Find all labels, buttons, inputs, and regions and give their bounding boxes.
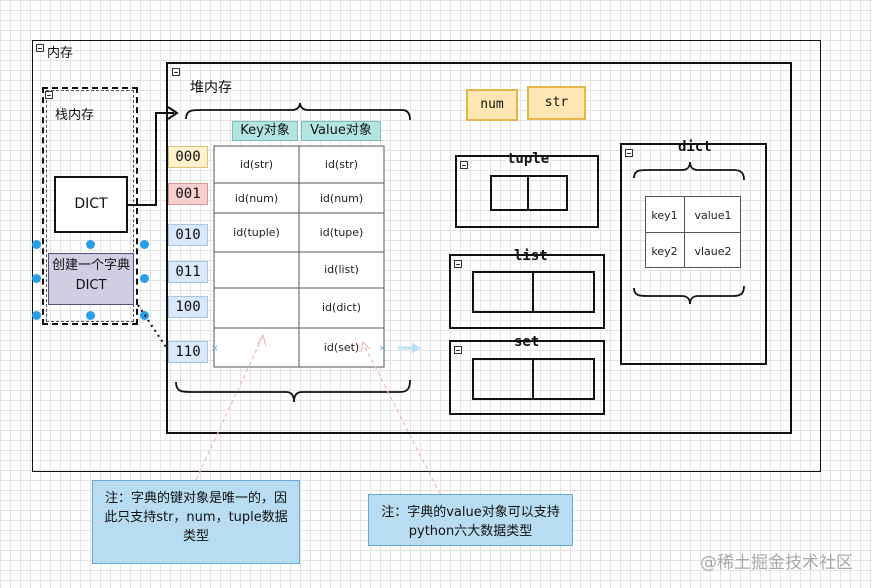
create-dict-box[interactable] [48,253,134,305]
key-cell: id(str) [239,158,274,171]
selection-handle[interactable] [86,240,95,249]
watermark: @稀土掘金技术社区 [700,553,853,573]
set-collapse-icon[interactable] [454,346,462,354]
value-cell: id(set) [323,341,360,354]
dict-title: dict [678,139,712,155]
selection-handle[interactable] [32,311,41,320]
dict-object-box[interactable] [54,176,128,233]
num-tag[interactable]: num [466,89,518,121]
selection-handle[interactable] [140,274,149,283]
tuple-box [490,175,568,211]
dict-value-cell: vlaue2 [694,245,732,258]
value-cell: id(dict) [321,301,362,314]
list-divider [532,272,534,312]
list-frame[interactable] [449,254,605,329]
memory-collapse-icon[interactable] [36,44,44,52]
value-cell: id(tupe) [319,226,364,239]
address-100[interactable]: 100 [168,296,208,318]
address-011[interactable]: 011 [168,261,208,283]
dict-key-cell: key2 [651,245,678,258]
value-cell: id(num) [319,192,364,205]
dict-object-label: DICT [74,196,108,212]
dict-value-cell: value1 [694,209,732,222]
list-collapse-icon[interactable] [454,260,462,268]
stack-inner-frame [46,90,134,322]
selection-handle[interactable] [140,311,149,320]
address-000[interactable]: 000 [168,146,208,168]
dict-collapse-icon[interactable] [625,149,633,157]
create-dict-label: 创建一个字典DICT [51,258,130,293]
value-header: Value对象 [301,121,381,141]
selection-handle[interactable] [140,240,149,249]
tuple-title: tuple [507,151,550,167]
list-title: list [514,248,548,264]
value-cell: id(list) [324,263,359,276]
tuple-collapse-icon[interactable] [460,161,468,169]
address-001[interactable]: 001 [168,183,208,205]
heap-label: 堆内存 [190,80,232,96]
key-cell: id(tuple) [233,226,280,239]
stack-frame[interactable] [42,87,138,325]
dict-frame[interactable] [620,143,767,365]
selection-handle[interactable] [32,240,41,249]
value-cell: id(str) [324,158,359,171]
stack-collapse-icon[interactable] [45,91,53,99]
address-010[interactable]: 010 [168,224,208,246]
memory-label: 内存 [47,46,74,61]
tuple-frame[interactable] [455,155,599,228]
key-header: Key对象 [232,121,298,141]
key-note[interactable]: 注：字典的键对象是唯一的，因此只支持str，num，tuple数据类型 [92,480,300,564]
heap-frame[interactable] [166,62,792,434]
dict-table-hdivider [646,232,740,233]
tuple-divider [527,176,529,210]
dict-key-cell: key1 [651,209,678,222]
stack-label: 栈内存 [55,108,95,123]
set-divider [532,359,534,399]
address-110[interactable]: 110 [168,341,208,363]
key-cell: id(num) [234,192,279,205]
set-title: set [514,334,540,350]
str-tag[interactable]: str [527,86,586,120]
heap-collapse-icon[interactable] [172,68,180,76]
set-frame[interactable] [449,340,605,415]
selection-handle[interactable] [32,274,41,283]
value-note[interactable]: 注：字典的value对象可以支持python六大数据类型 [368,494,573,546]
selection-handle[interactable] [86,311,95,320]
